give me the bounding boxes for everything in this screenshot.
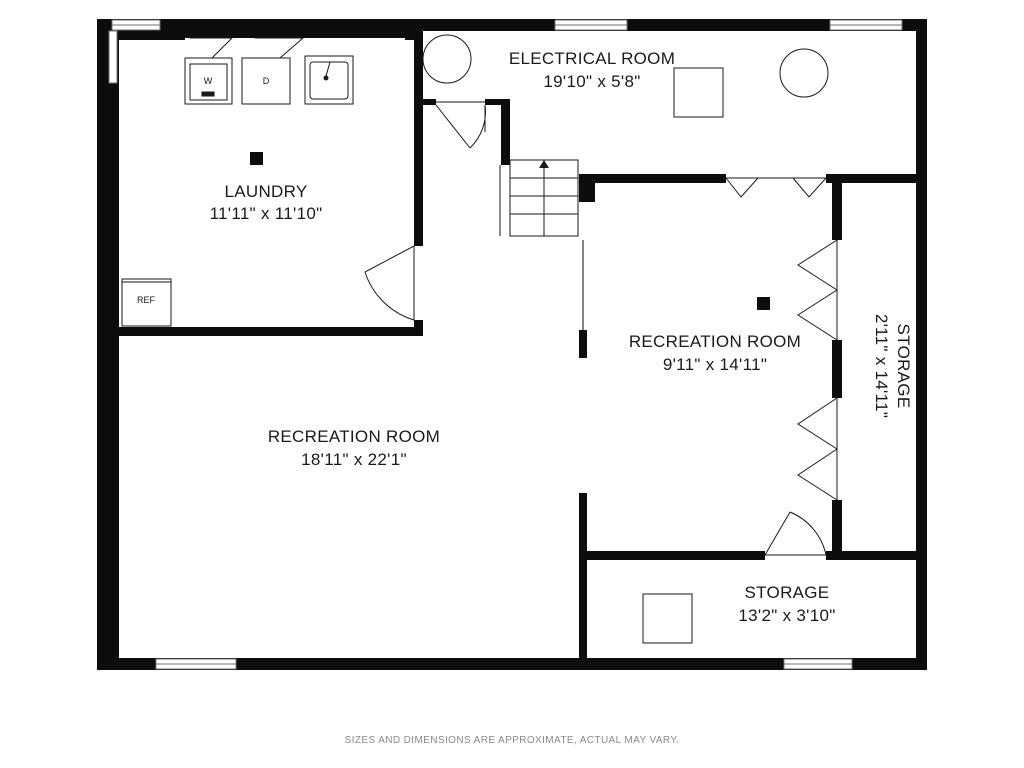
stair-left-wall [501, 99, 510, 165]
window-bottom-right [783, 658, 853, 670]
column-rec-small [757, 297, 770, 310]
bifold-door-laundry-top [190, 37, 305, 59]
bifold-door-storage-upper [797, 239, 838, 341]
disclaimer-text: SIZES AND DIMENSIONS ARE APPROXIMATE, AC… [344, 735, 680, 746]
storage-bottom-top-wall-right [826, 551, 916, 560]
laundry-top-wall-inner [185, 38, 405, 41]
water-heater-left [422, 34, 472, 84]
rec-small-top-wall-left [581, 174, 726, 183]
recreation-room-small-dims: 9'11" x 14'11" [663, 355, 767, 374]
storage-box [642, 593, 693, 644]
dryer [241, 57, 291, 105]
storage-bottom-name: STORAGE [745, 583, 830, 602]
water-heater-right [779, 48, 829, 98]
exterior-walls [97, 19, 927, 670]
interior-walls [119, 31, 916, 658]
electrical-room-name: ELECTRICAL ROOM [509, 49, 675, 68]
door-electrical [435, 101, 486, 149]
window-bottom-left [155, 658, 237, 670]
laundry-top-wall [119, 31, 422, 40]
fixtures: W D REF [121, 34, 829, 644]
staircase [499, 159, 579, 237]
windows [108, 19, 903, 670]
recreation-room-large-dims: 18'11" x 22'1" [301, 450, 407, 469]
laundry-bottom-wall [119, 327, 423, 336]
electrical-room-dims: 19'10" x 5'8" [543, 72, 640, 91]
window-left [108, 30, 118, 84]
storage-side-left-wall-top [832, 174, 842, 240]
dryer-label: D [263, 76, 270, 86]
rec-small-left-wall-top [579, 174, 595, 202]
recreation-room-small-name: RECREATION ROOM [629, 332, 801, 351]
laundry-right-wall-upper [414, 31, 423, 246]
doors [190, 37, 838, 556]
door-laundry [364, 245, 415, 321]
washer-label: W [204, 76, 213, 86]
rec-small-left-wall-bottom [579, 493, 587, 658]
wall-left [97, 19, 119, 670]
rec-small-top-wall-right [826, 174, 916, 183]
window-top-left [111, 19, 161, 31]
refrigerator [121, 278, 172, 327]
electrical-bottom-wall-left [422, 99, 436, 105]
refrigerator-label: REF [137, 295, 156, 305]
wall-bottom [97, 658, 927, 670]
furnace [673, 67, 724, 118]
wall-top [97, 19, 927, 31]
storage-side-left-wall-mid [832, 340, 842, 398]
electrical-bottom-wall-mid [485, 99, 509, 105]
bifold-door-top [725, 177, 827, 198]
column-laundry [250, 152, 263, 165]
window-top-middle [554, 19, 628, 31]
rec-small-left-wall-piece [579, 330, 587, 358]
storage-side-name: STORAGE [894, 324, 913, 409]
recreation-room-large-name: RECREATION ROOM [268, 427, 440, 446]
stair-direction-arrow-icon [539, 160, 549, 168]
storage-bottom-dims: 13'2" x 3'10" [738, 606, 835, 625]
storage-bottom-top-wall-left [579, 551, 765, 560]
laundry-dims: 11'11" x 11'10" [210, 204, 323, 223]
storage-side-dims: 2'11" x 14'11" [872, 314, 891, 418]
window-top-right [829, 19, 903, 31]
bifold-door-storage-lower [797, 397, 838, 501]
wall-right [916, 19, 927, 670]
washer [184, 57, 233, 105]
laundry-name: LAUNDRY [224, 182, 307, 201]
storage-side-left-wall-bottom [832, 500, 842, 558]
door-storage-bottom [764, 511, 827, 556]
room-labels: LAUNDRY 11'11" x 11'10" ELECTRICAL ROOM … [210, 49, 913, 625]
laundry-sink [304, 55, 354, 105]
